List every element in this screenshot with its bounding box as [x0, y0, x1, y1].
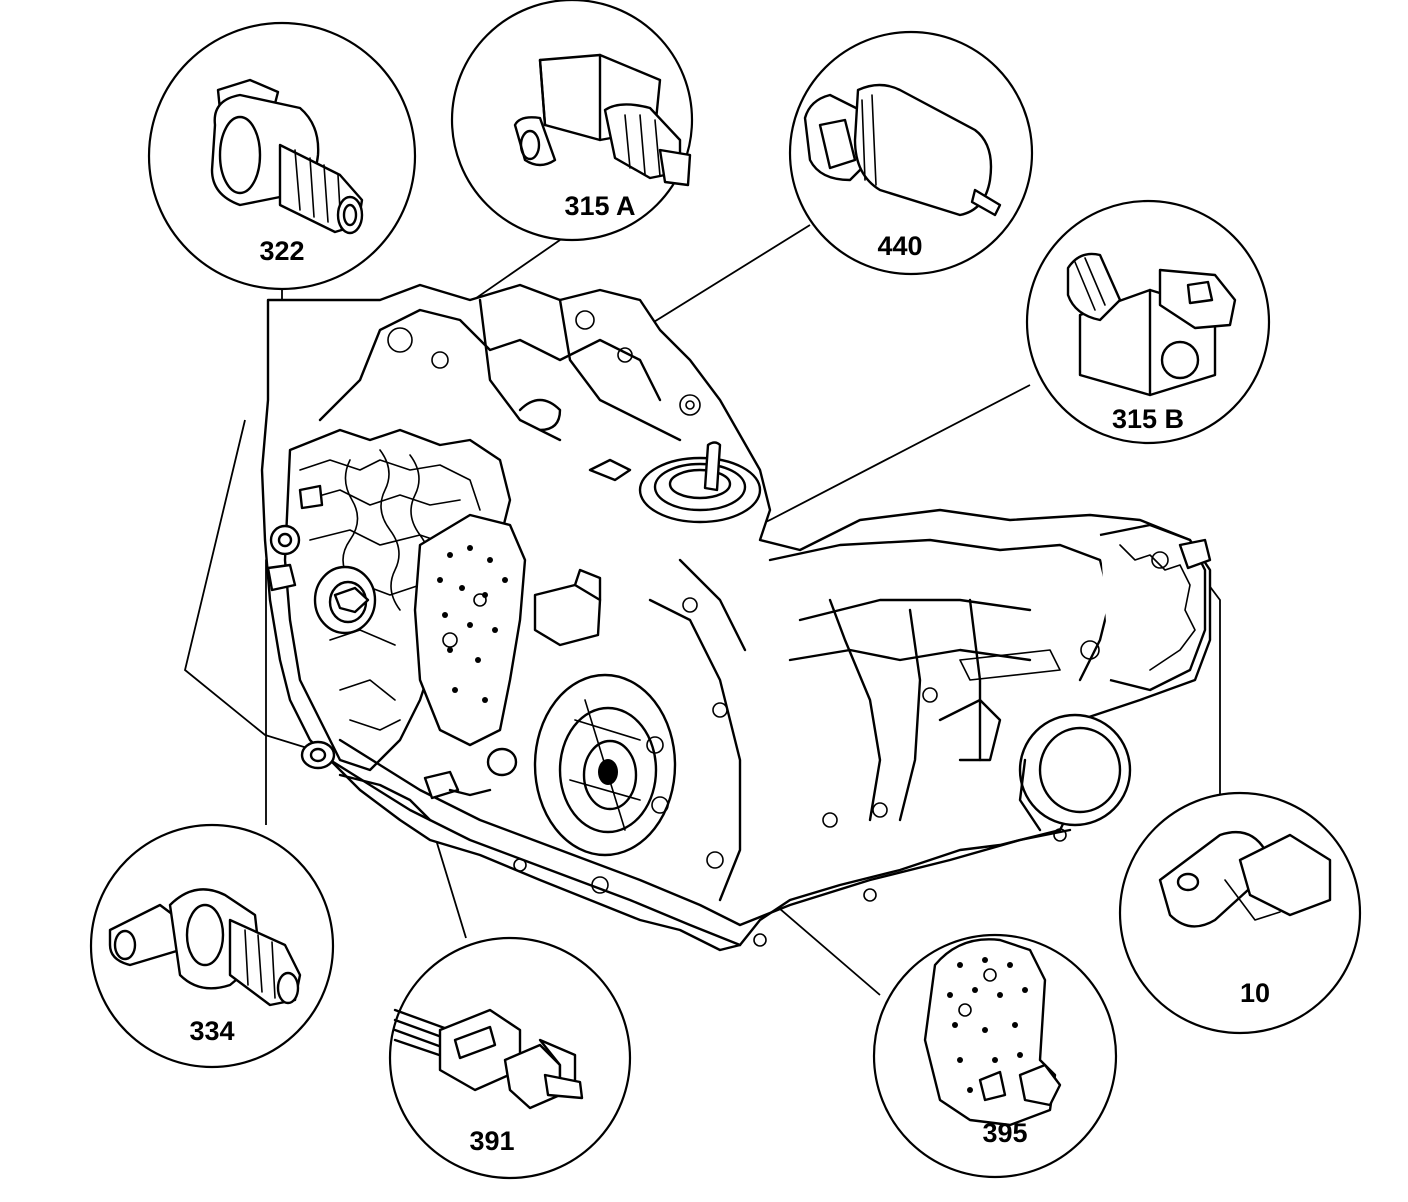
callout-315a: 315 A — [450, 0, 694, 242]
callout-391: 391 — [388, 936, 632, 1180]
callout-395: 395 — [872, 933, 1118, 1179]
callout-334: 334 — [89, 823, 335, 1069]
callout-322: 322 — [147, 21, 417, 291]
callout-label-322: 322 — [259, 236, 304, 266]
callout-440: 440 — [788, 30, 1034, 276]
callout-label-10: 10 — [1240, 978, 1270, 1008]
speed-sensor-440-icon — [803, 83, 1002, 217]
callout-label-440: 440 — [877, 231, 922, 261]
callout-10: 10 — [1118, 791, 1362, 1035]
shift-solenoid-315a-icon — [513, 53, 692, 187]
solenoid-valve-322-icon — [210, 78, 364, 235]
speed-sensor-10-icon — [1158, 830, 1332, 928]
callout-label-315a: 315 A — [564, 191, 635, 221]
callout-315b: 315 B — [1025, 199, 1271, 445]
callout-label-395: 395 — [982, 1118, 1027, 1148]
wiring-connector-391-icon — [393, 1008, 584, 1110]
solenoid-valve-334-icon — [108, 888, 302, 1007]
transmission-assembly — [260, 283, 1212, 952]
valve-body-plate-395-icon — [923, 938, 1062, 1127]
callout-label-334: 334 — [189, 1016, 234, 1046]
plate-holes — [437, 545, 508, 703]
shift-solenoid-315b-icon — [1066, 252, 1237, 397]
callout-label-315b: 315 B — [1112, 404, 1184, 434]
callout-label-391: 391 — [469, 1126, 514, 1156]
